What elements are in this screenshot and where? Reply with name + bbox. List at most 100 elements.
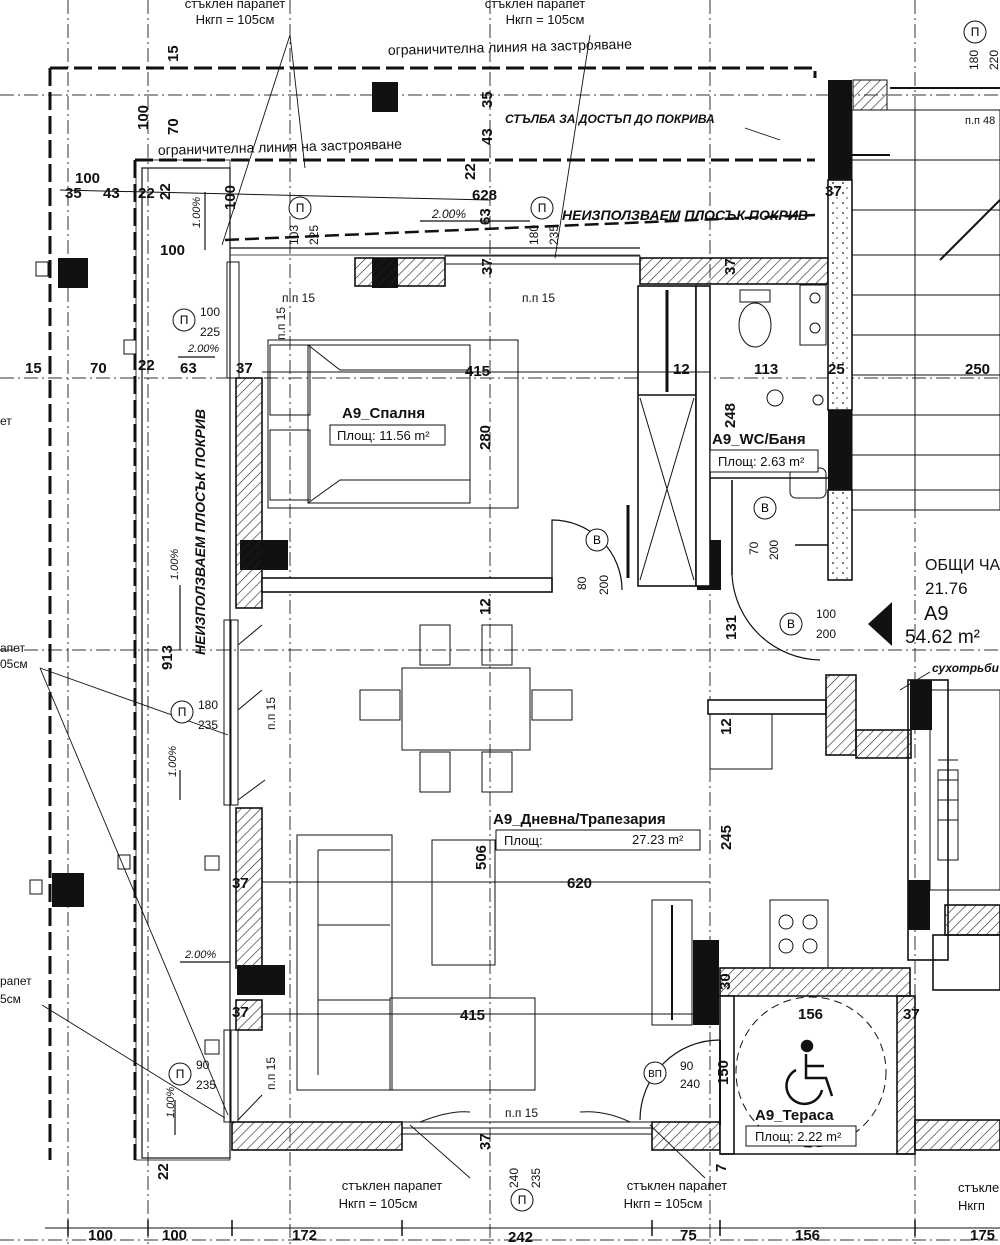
svg-text:913: 913 bbox=[159, 645, 176, 670]
svg-text:200: 200 bbox=[816, 627, 836, 641]
svg-text:506: 506 bbox=[473, 845, 490, 870]
svg-text:63: 63 bbox=[477, 208, 494, 225]
svg-text:103: 103 bbox=[287, 225, 301, 245]
svg-text:90: 90 bbox=[680, 1059, 694, 1073]
slope-4: 1.00% bbox=[169, 549, 181, 580]
slope-1: 1.00% bbox=[191, 197, 203, 228]
svg-text:63: 63 bbox=[180, 360, 197, 377]
note-parapet-top-mid-height: Нкгп = 105см bbox=[506, 12, 585, 27]
svg-text:156: 156 bbox=[795, 1227, 820, 1244]
svg-text:37: 37 bbox=[477, 1133, 494, 1150]
tag-window-5: П bbox=[168, 1062, 192, 1086]
svg-text:100: 100 bbox=[200, 305, 220, 319]
slope-5: 1.00% bbox=[167, 746, 179, 777]
note-build-line-second: ограничителна линия на застрояване bbox=[158, 136, 403, 158]
note-unused-roof-left: НЕИЗПОЛЗВАЕМ ПЛОСЪК ПОКРИВ bbox=[192, 409, 208, 655]
svg-text:180: 180 bbox=[198, 698, 218, 712]
entrance-arrow-icon bbox=[868, 602, 892, 646]
tag-window-6: П bbox=[510, 1188, 534, 1212]
furniture bbox=[267, 284, 887, 1148]
note-pp15-e: п.п 15 bbox=[264, 1057, 278, 1090]
note-common-area-value: 21.76 bbox=[925, 579, 968, 598]
svg-text:100: 100 bbox=[162, 1227, 187, 1244]
svg-text:25: 25 bbox=[828, 361, 845, 378]
note-drywall: сухотрьби bbox=[932, 661, 1000, 675]
svg-text:280: 280 bbox=[477, 425, 494, 450]
tag-window-2: П bbox=[530, 196, 554, 220]
svg-text:П: П bbox=[518, 1193, 527, 1207]
stairs bbox=[830, 87, 1000, 891]
note-pp15-a: п.п 15 bbox=[282, 291, 315, 305]
opening-tags: П П П П П П П В В В ВП bbox=[168, 20, 987, 1212]
slope-6: 2.00% bbox=[184, 949, 216, 961]
svg-text:100: 100 bbox=[135, 105, 152, 130]
svg-text:200: 200 bbox=[767, 540, 781, 560]
svg-text:12: 12 bbox=[673, 361, 690, 378]
room-living-area-label: Площ: bbox=[504, 833, 543, 848]
svg-text:22: 22 bbox=[155, 1163, 172, 1180]
svg-text:100: 100 bbox=[160, 242, 185, 259]
room-bedroom-name: A9_Спалня bbox=[342, 405, 425, 422]
svg-text:15: 15 bbox=[25, 360, 42, 377]
svg-text:П: П bbox=[180, 313, 189, 327]
svg-text:100: 100 bbox=[222, 185, 239, 210]
svg-text:415: 415 bbox=[465, 363, 490, 380]
slope-2: 2.00% bbox=[431, 207, 466, 221]
svg-text:В: В bbox=[593, 533, 601, 547]
drain-icons bbox=[29, 261, 220, 1055]
svg-text:620: 620 bbox=[567, 875, 592, 892]
svg-text:22: 22 bbox=[462, 163, 479, 180]
svg-text:П: П bbox=[178, 705, 187, 719]
svg-text:150: 150 bbox=[715, 1060, 732, 1085]
svg-text:22: 22 bbox=[157, 183, 174, 200]
note-pp15-b: п.п 15 bbox=[522, 291, 555, 305]
svg-text:15: 15 bbox=[165, 45, 182, 62]
room-living-area-value: 27.23 m² bbox=[632, 832, 684, 847]
svg-text:37: 37 bbox=[722, 258, 739, 275]
tag-window-3: П bbox=[172, 308, 196, 332]
svg-text:628: 628 bbox=[472, 187, 497, 204]
svg-text:12: 12 bbox=[477, 598, 494, 615]
svg-text:22: 22 bbox=[138, 185, 155, 202]
note-parapet-left-1: апет bbox=[0, 641, 25, 655]
note-parapet-left-cut: ет bbox=[0, 414, 12, 428]
svg-text:7: 7 bbox=[713, 1164, 730, 1172]
note-pp15-d: п.п 15 bbox=[264, 697, 278, 730]
walls bbox=[231, 179, 1000, 1155]
room-terrace-name: A9_Тераса bbox=[755, 1107, 834, 1124]
svg-text:ВП: ВП bbox=[648, 1069, 662, 1080]
svg-text:113: 113 bbox=[754, 361, 778, 378]
svg-text:245: 245 bbox=[718, 825, 735, 850]
svg-text:37: 37 bbox=[232, 1004, 249, 1021]
tag-door-2: В bbox=[753, 496, 777, 520]
note-parapet-bottom-2: стъклен парапет bbox=[627, 1178, 728, 1193]
svg-text:37: 37 bbox=[703, 1006, 720, 1023]
svg-text:П: П bbox=[176, 1067, 185, 1081]
svg-text:35: 35 bbox=[65, 185, 82, 202]
svg-text:П: П bbox=[296, 201, 305, 215]
note-parapet-bottom-right-height: Нкгп bbox=[958, 1198, 985, 1213]
svg-text:100: 100 bbox=[88, 1227, 113, 1244]
note-pp15-f: п.п 15 bbox=[505, 1106, 538, 1120]
svg-text:180: 180 bbox=[527, 225, 541, 245]
svg-text:В: В bbox=[761, 501, 769, 515]
note-parapet-left-2-height: 5см bbox=[0, 992, 21, 1006]
room-bedroom-area: Площ: 11.56 m² bbox=[337, 428, 430, 443]
svg-text:248: 248 bbox=[722, 403, 739, 428]
note-common-area: ОБЩИ ЧА bbox=[925, 557, 1000, 574]
svg-text:70: 70 bbox=[747, 541, 761, 555]
svg-text:37: 37 bbox=[903, 1006, 920, 1023]
svg-text:240: 240 bbox=[507, 1168, 521, 1188]
note-parapet-left-2: рапет bbox=[0, 974, 32, 988]
svg-text:43: 43 bbox=[479, 128, 496, 145]
svg-text:415: 415 bbox=[460, 1007, 485, 1024]
svg-text:235: 235 bbox=[198, 718, 218, 732]
tag-door-1: В bbox=[585, 528, 609, 552]
svg-text:225: 225 bbox=[307, 225, 321, 245]
room-wc-name: A9_WC/Баня bbox=[712, 431, 806, 448]
svg-text:172: 172 bbox=[292, 1227, 317, 1244]
svg-text:100: 100 bbox=[816, 607, 836, 621]
windows bbox=[223, 255, 653, 1135]
note-parapet-bottom-right: стъкле bbox=[958, 1180, 999, 1195]
